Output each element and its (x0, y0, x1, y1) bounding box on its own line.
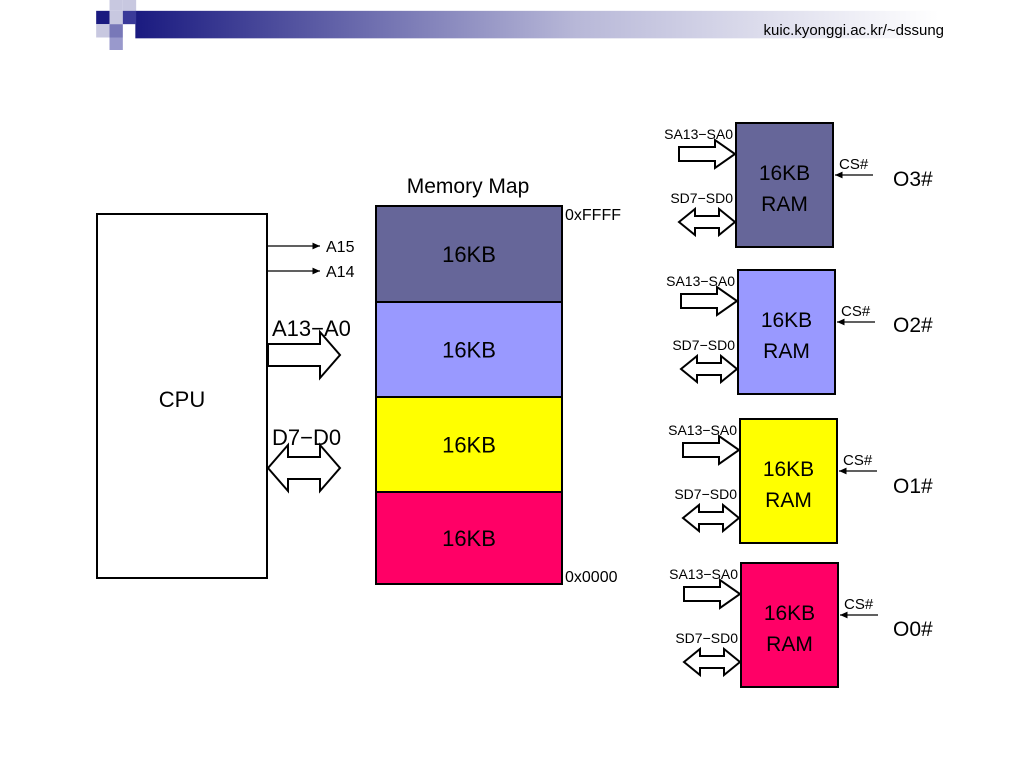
ram-size-label: 16KB (761, 309, 812, 332)
ram-size-label: 16KB (764, 602, 815, 625)
a15-label: A15 (326, 239, 355, 256)
memory-block (375, 205, 563, 303)
ram-size-label: 16KB (763, 458, 814, 481)
cpu-box (96, 213, 268, 579)
ram-chip (739, 418, 838, 544)
ram-data-label: SD7−SD0 (670, 190, 733, 206)
ram-address-arrow (682, 434, 741, 466)
ram-type-label: RAM (765, 489, 812, 512)
ram-cs-label: CS# (843, 452, 873, 469)
ram-address-arrow (680, 285, 739, 317)
header-square (122, 10, 137, 25)
ram-address-arrow (683, 578, 742, 610)
header-square (96, 10, 110, 25)
data-bus-arrow (266, 442, 342, 494)
ram-output-label: O2# (893, 314, 933, 337)
ram-type-label: RAM (761, 193, 808, 216)
ram-type-label: RAM (766, 633, 813, 656)
ram-chip (735, 122, 834, 248)
ram-data-arrow (682, 646, 742, 678)
ram-data-label: SD7−SD0 (675, 630, 738, 646)
ram-address-label: SA13−SA0 (666, 273, 735, 289)
header-square (122, 0, 137, 11)
ram-output-label: O0# (893, 618, 933, 641)
ram-data-arrow (681, 502, 741, 534)
ram-cs-label: CS# (841, 303, 871, 320)
ram-cs-label: CS# (844, 596, 874, 613)
header-url: kuic.kyonggi.ac.kr/~dssung (763, 22, 944, 39)
ram-data-arrow (679, 353, 739, 385)
ram-data-arrow (677, 206, 737, 238)
a14-label: A14 (326, 264, 355, 281)
header-square (96, 24, 110, 38)
ram-address-label: SA13−SA0 (664, 126, 733, 142)
address-bus-arrow (267, 329, 342, 381)
header-square (109, 37, 123, 50)
memory-block (375, 301, 563, 398)
memory-block (375, 491, 563, 585)
bottom-address-label: 0x0000 (565, 569, 618, 586)
ram-data-label: SD7−SD0 (674, 486, 737, 502)
address-bus-label: A13−A0 (272, 316, 351, 341)
top-address-label: 0xFFFF (565, 207, 621, 224)
ram-chip (737, 269, 836, 395)
ram-address-arrow (678, 138, 737, 170)
memory-block-label: 16KB (442, 242, 496, 267)
header-square (109, 0, 123, 11)
ram-cs-label: CS# (839, 156, 869, 173)
memory-map-title: Memory Map (407, 175, 530, 198)
cpu-label: CPU (159, 387, 205, 412)
ram-data-label: SD7−SD0 (672, 337, 735, 353)
data-bus-label: D7−D0 (272, 425, 341, 450)
ram-address-label: SA13−SA0 (669, 566, 738, 582)
header-square (109, 10, 123, 25)
ram-output-label: O1# (893, 475, 933, 498)
memory-block-label: 16KB (442, 338, 496, 363)
ram-address-label: SA13−SA0 (668, 422, 737, 438)
ram-chip (740, 562, 839, 688)
header-decoration (96, 0, 939, 50)
ram-size-label: 16KB (759, 162, 810, 185)
memory-block-label: 16KB (442, 433, 496, 458)
ram-output-label: O3# (893, 168, 933, 191)
header-gradient-strip (135, 10, 939, 39)
header-square (109, 24, 123, 38)
memory-block-label: 16KB (442, 526, 496, 551)
ram-type-label: RAM (763, 340, 810, 363)
